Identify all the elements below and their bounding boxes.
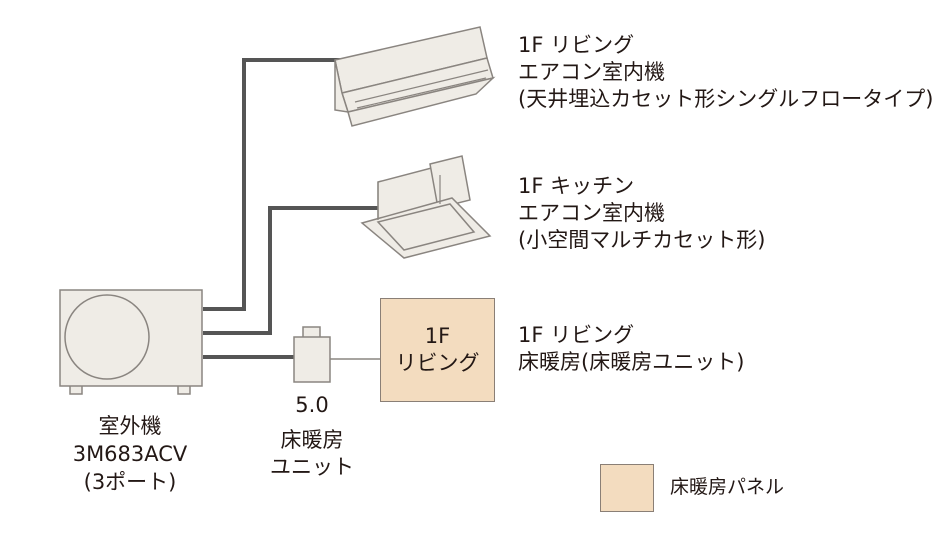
ceiling-cassette-compact-icon	[360, 155, 492, 259]
pipe-to-ceiling-cassette	[203, 58, 345, 311]
outdoor-unit-icon	[59, 289, 203, 395]
pipe-to-compact-cassette	[203, 206, 390, 335]
heating-unit-value: 5.0	[295, 393, 329, 417]
indoor-unit-1-label: 1F リビング エアコン室内機 (天井埋込カセット形シングルフロータイプ)	[518, 32, 933, 113]
floor-heating-location: 1F リビング	[518, 323, 635, 347]
outdoor-unit-name: 室外機	[98, 414, 162, 438]
indoor-unit-1-type: エアコン室内機	[518, 60, 665, 84]
floor-heating-label: 1F リビング 床暖房(床暖房ユニット)	[518, 322, 744, 376]
outdoor-unit-model: 3M683ACV	[72, 442, 188, 466]
indoor-unit-1-model: (天井埋込カセット形シングルフロータイプ)	[518, 87, 934, 111]
heating-unit-label: 5.0 床暖房 ユニット	[262, 392, 362, 481]
floor-heating-panel-floor: 1F	[424, 324, 451, 348]
heating-unit-name-2: ユニット	[270, 455, 354, 479]
floor-heating-panel: 1F リビング	[380, 298, 495, 402]
outdoor-unit-ports: (3ポート)	[83, 470, 177, 494]
indoor-unit-1-location: 1F リビング	[518, 33, 635, 57]
indoor-unit-2-label: 1F キッチン エアコン室内機 (小空間マルチカセット形)	[518, 173, 765, 254]
outdoor-unit-label: 室外機 3M683ACV (3ポート)	[40, 412, 220, 496]
indoor-unit-2-type: エアコン室内機	[518, 201, 665, 225]
legend-label: 床暖房パネル	[670, 476, 785, 498]
indoor-unit-2-model: (小空間マルチカセット形)	[518, 228, 766, 252]
floor-heating-type: 床暖房(床暖房ユニット)	[518, 350, 745, 374]
floor-heating-unit-icon	[293, 326, 331, 383]
ceiling-cassette-single-flow-icon	[334, 26, 496, 127]
legend-swatch-floor-panel	[600, 464, 654, 512]
floor-heating-panel-room: リビング	[395, 351, 480, 375]
heating-unit-name-1: 床暖房	[280, 428, 344, 452]
indoor-unit-2-location: 1F キッチン	[518, 174, 635, 198]
